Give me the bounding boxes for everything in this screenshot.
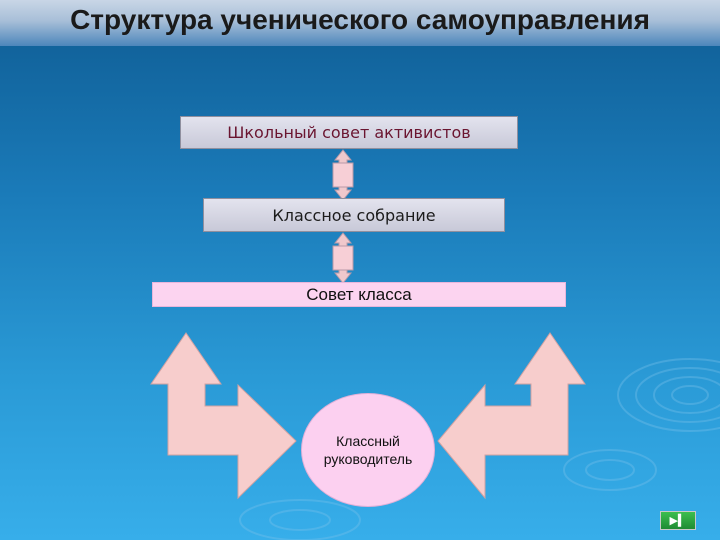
school-council-box: Школьный совет активистов <box>180 116 518 149</box>
slide-title: Структура ученического самоуправления <box>70 4 650 35</box>
class-teacher-label-line1: Классный <box>336 433 400 449</box>
class-meeting-label: Классное собрание <box>272 205 436 225</box>
next-slide-button[interactable]: ▶▍ <box>660 511 696 530</box>
double-arrow-top <box>332 149 354 201</box>
class-teacher-label-line2: руководитель <box>323 451 413 467</box>
left-bent-arrow <box>150 332 297 500</box>
school-council-label: Школьный совет активистов <box>227 123 471 142</box>
right-bent-arrow <box>437 332 586 500</box>
ripple-decoration <box>239 358 720 540</box>
class-meeting-box: Классное собрание <box>203 198 505 232</box>
class-teacher-circle: Классный руководитель <box>301 393 435 507</box>
double-arrow-bottom <box>332 232 354 284</box>
title-bar: Структура ученического самоуправления <box>0 0 720 46</box>
play-end-icon: ▶▍ <box>669 515 687 527</box>
class-council-box: Совет класса <box>152 282 566 307</box>
class-council-label: Совет класса <box>306 284 412 304</box>
